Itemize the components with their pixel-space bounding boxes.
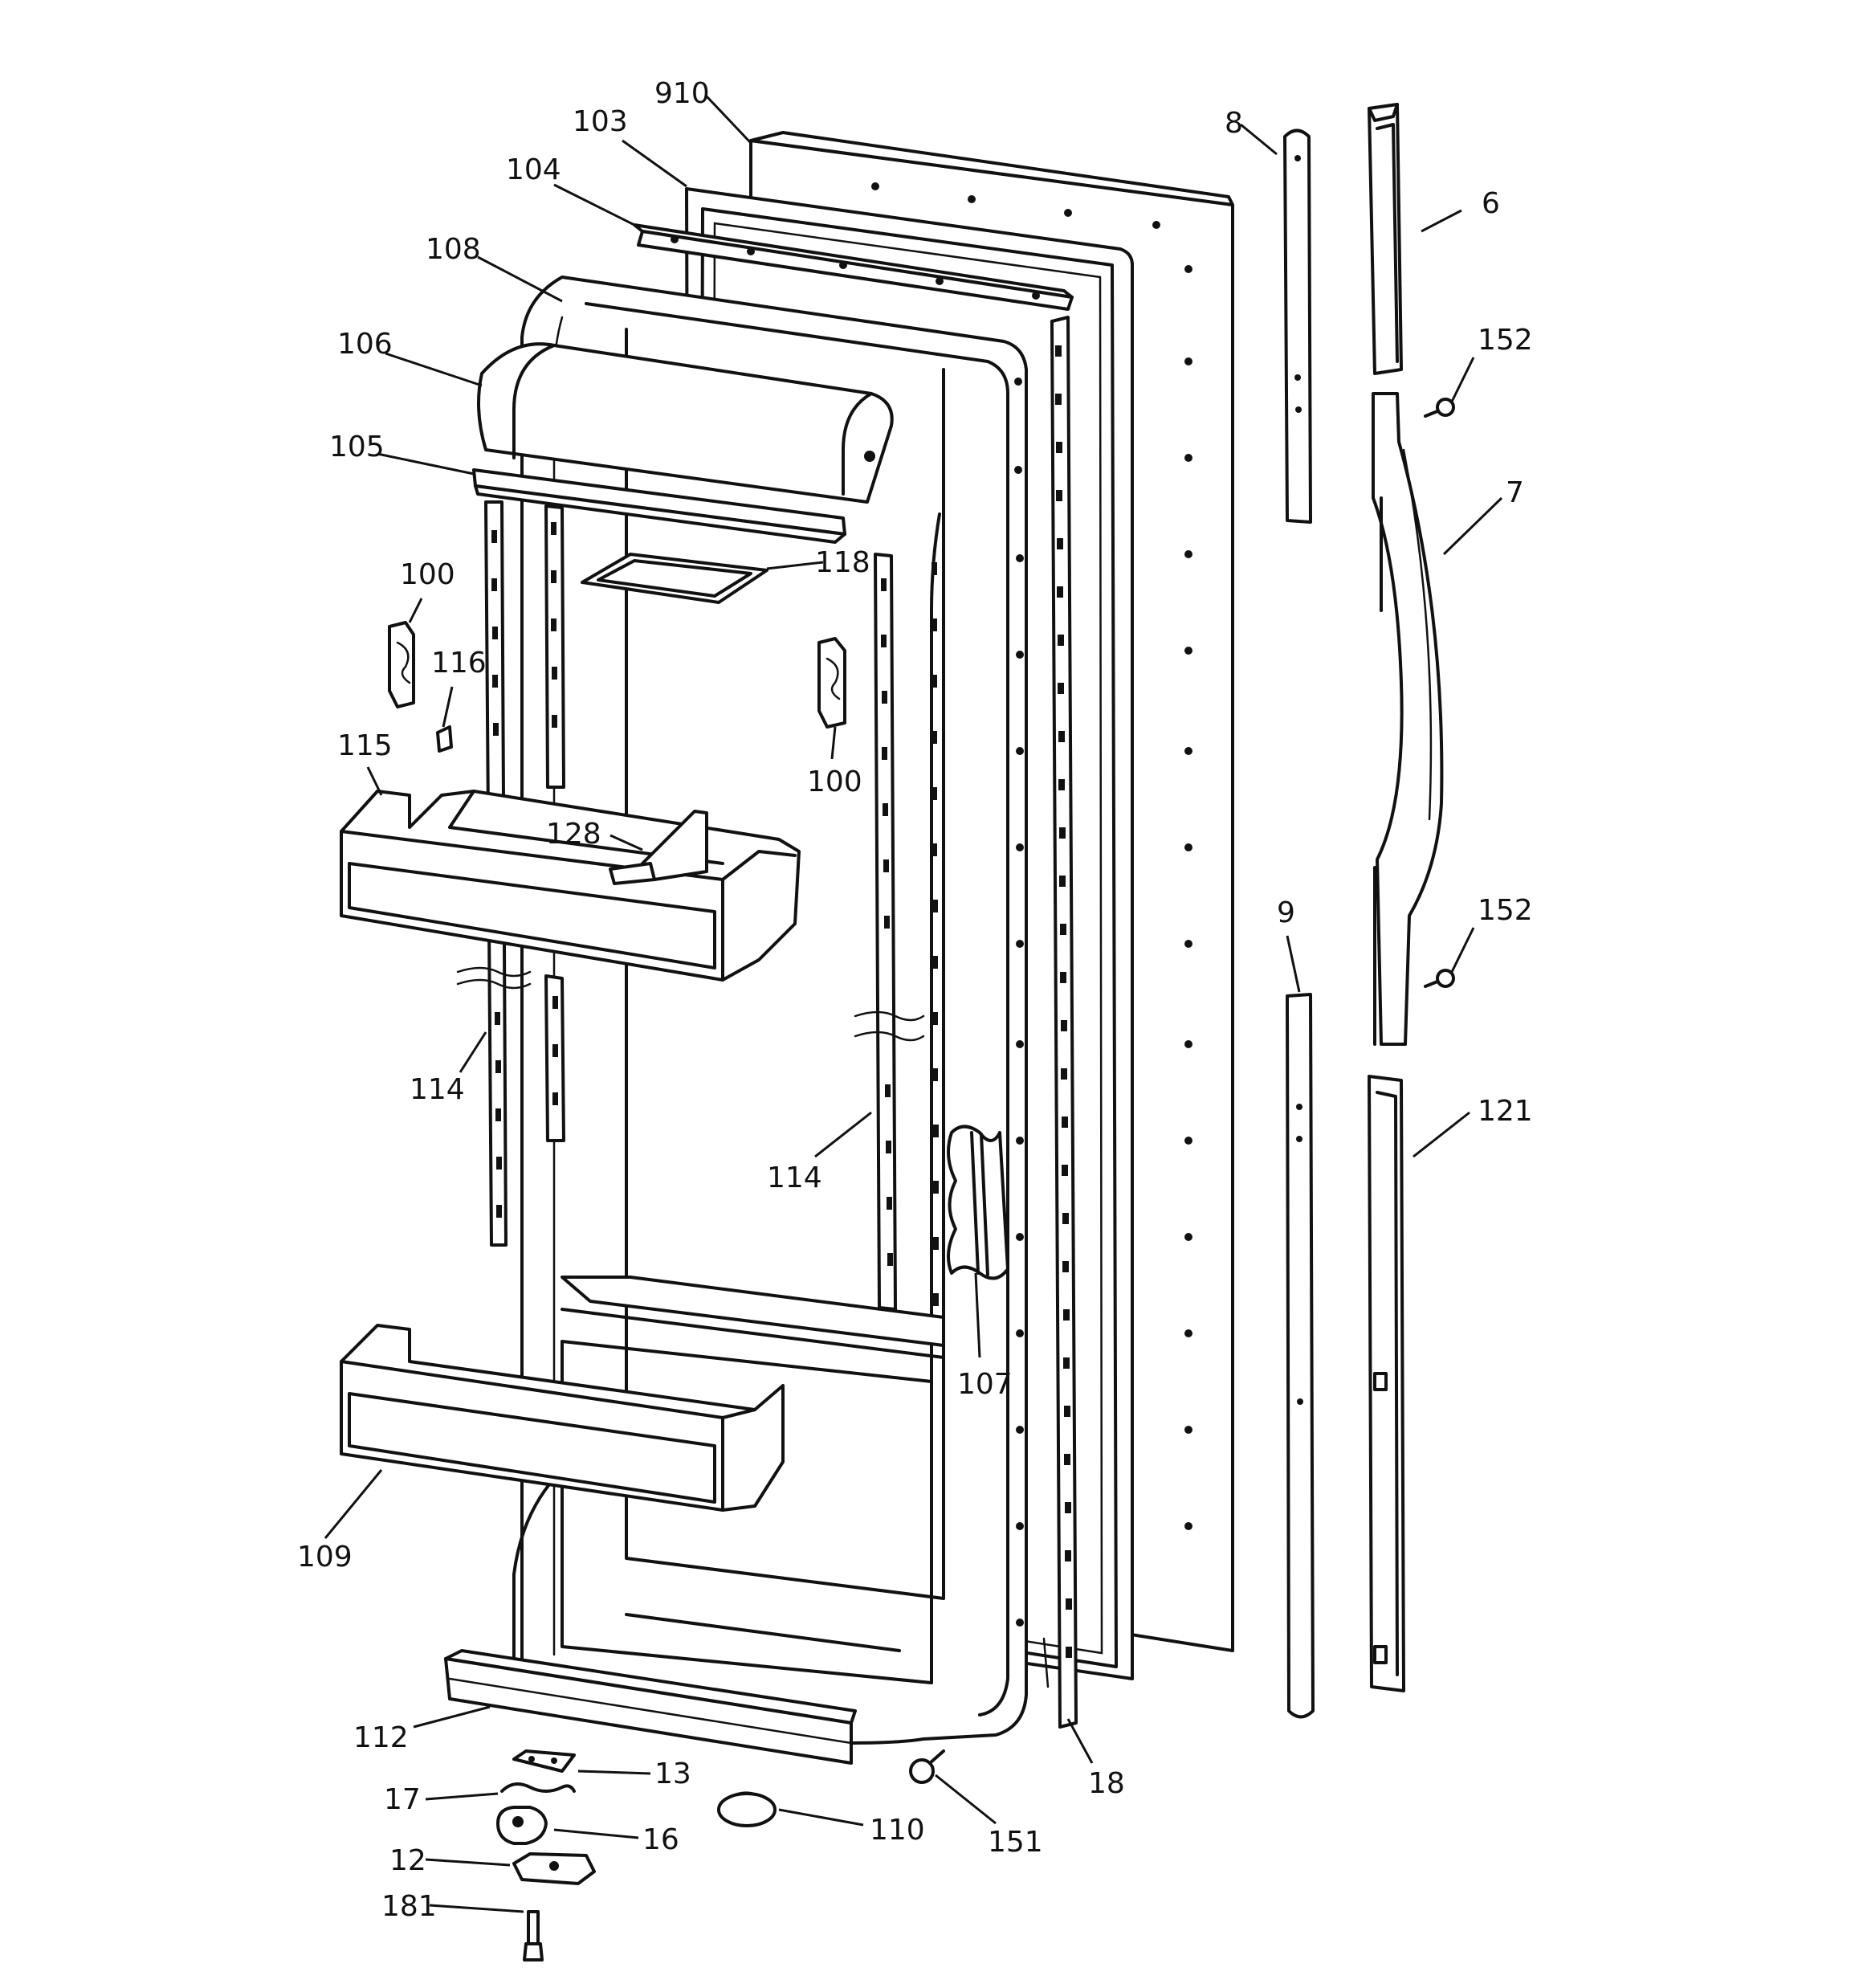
break-mark-right-lower bbox=[854, 1031, 925, 1042]
label-910: 910 bbox=[654, 77, 710, 110]
liner-flange-holes bbox=[1014, 378, 1024, 1627]
handle-top-cap bbox=[1368, 103, 1403, 375]
label-114-left: 114 bbox=[410, 1073, 465, 1106]
door-screw bbox=[909, 1749, 945, 1784]
label-8: 8 bbox=[1225, 107, 1243, 140]
lower-trim-strip bbox=[1286, 993, 1315, 1719]
bottom-trim-rail bbox=[444, 1649, 857, 1765]
outer-panel-holes bbox=[871, 182, 1192, 1530]
label-7: 7 bbox=[1506, 476, 1524, 509]
label-110: 110 bbox=[870, 1814, 925, 1847]
label-114-right: 114 bbox=[767, 1161, 822, 1194]
door-handle bbox=[1372, 392, 1444, 1046]
shelf-bracket-right bbox=[817, 637, 846, 729]
shelf-rail-right bbox=[874, 553, 897, 1311]
break-mark-left-lower bbox=[456, 978, 532, 990]
hinge-shim bbox=[512, 1749, 576, 1773]
liner-slots-right bbox=[932, 562, 939, 1306]
dairy-compartment-door bbox=[477, 342, 894, 504]
label-13: 13 bbox=[654, 1757, 691, 1790]
label-100-right: 100 bbox=[807, 765, 862, 798]
label-103: 103 bbox=[573, 105, 628, 138]
label-116: 116 bbox=[431, 647, 487, 680]
label-17: 17 bbox=[384, 1783, 421, 1816]
label-152-lower: 152 bbox=[1478, 894, 1533, 927]
label-16: 16 bbox=[642, 1823, 679, 1856]
label-109: 109 bbox=[297, 1541, 353, 1574]
label-118: 118 bbox=[815, 546, 870, 579]
label-104: 104 bbox=[506, 153, 561, 186]
dairy-door-rail bbox=[472, 468, 846, 544]
label-9: 9 bbox=[1277, 896, 1295, 929]
leader-lines bbox=[324, 95, 1503, 1913]
hinge-clip bbox=[500, 1782, 576, 1793]
lower-handle-trim bbox=[1368, 1075, 1405, 1692]
part-labels: 910 103 104 108 106 105 118 100 116 100 … bbox=[297, 77, 1533, 1923]
magnetic-strip bbox=[1042, 316, 1078, 1729]
label-151: 151 bbox=[988, 1826, 1043, 1859]
hinge-screw bbox=[523, 1910, 544, 1961]
label-108: 108 bbox=[426, 233, 481, 266]
strip-slots bbox=[1055, 345, 1072, 1658]
label-100-left: 100 bbox=[400, 558, 455, 591]
shelf-bracket-left bbox=[388, 621, 415, 708]
label-152-upper: 152 bbox=[1478, 324, 1533, 357]
bin-divider bbox=[609, 810, 708, 885]
label-128: 128 bbox=[546, 818, 601, 851]
label-12: 12 bbox=[389, 1844, 426, 1877]
hinge-bracket bbox=[512, 1852, 596, 1885]
handle-screw-upper bbox=[1424, 398, 1455, 418]
label-18: 18 bbox=[1088, 1767, 1125, 1800]
handle-screw-lower bbox=[1424, 969, 1455, 988]
label-112: 112 bbox=[353, 1721, 409, 1754]
small-tray bbox=[581, 553, 768, 604]
break-mark-right-upper bbox=[854, 1010, 925, 1022]
door-liner bbox=[512, 276, 1028, 1745]
lower-door-bin bbox=[340, 1324, 785, 1512]
label-105: 105 bbox=[329, 431, 385, 463]
label-6: 6 bbox=[1482, 187, 1500, 220]
label-121: 121 bbox=[1478, 1095, 1533, 1128]
top-trim-bracket bbox=[633, 223, 1074, 311]
small-clip bbox=[436, 725, 453, 753]
shelf-rail-center bbox=[544, 504, 565, 1142]
cutaway-section bbox=[947, 1125, 1009, 1280]
label-115: 115 bbox=[337, 729, 393, 762]
label-107: 107 bbox=[957, 1368, 1013, 1401]
upper-trim-strip bbox=[1283, 129, 1312, 524]
break-mark-left-upper bbox=[456, 966, 532, 978]
door-stop-cap bbox=[717, 1791, 777, 1827]
label-181: 181 bbox=[381, 1890, 437, 1923]
label-106: 106 bbox=[337, 328, 393, 361]
hinge-bushing bbox=[496, 1806, 548, 1845]
